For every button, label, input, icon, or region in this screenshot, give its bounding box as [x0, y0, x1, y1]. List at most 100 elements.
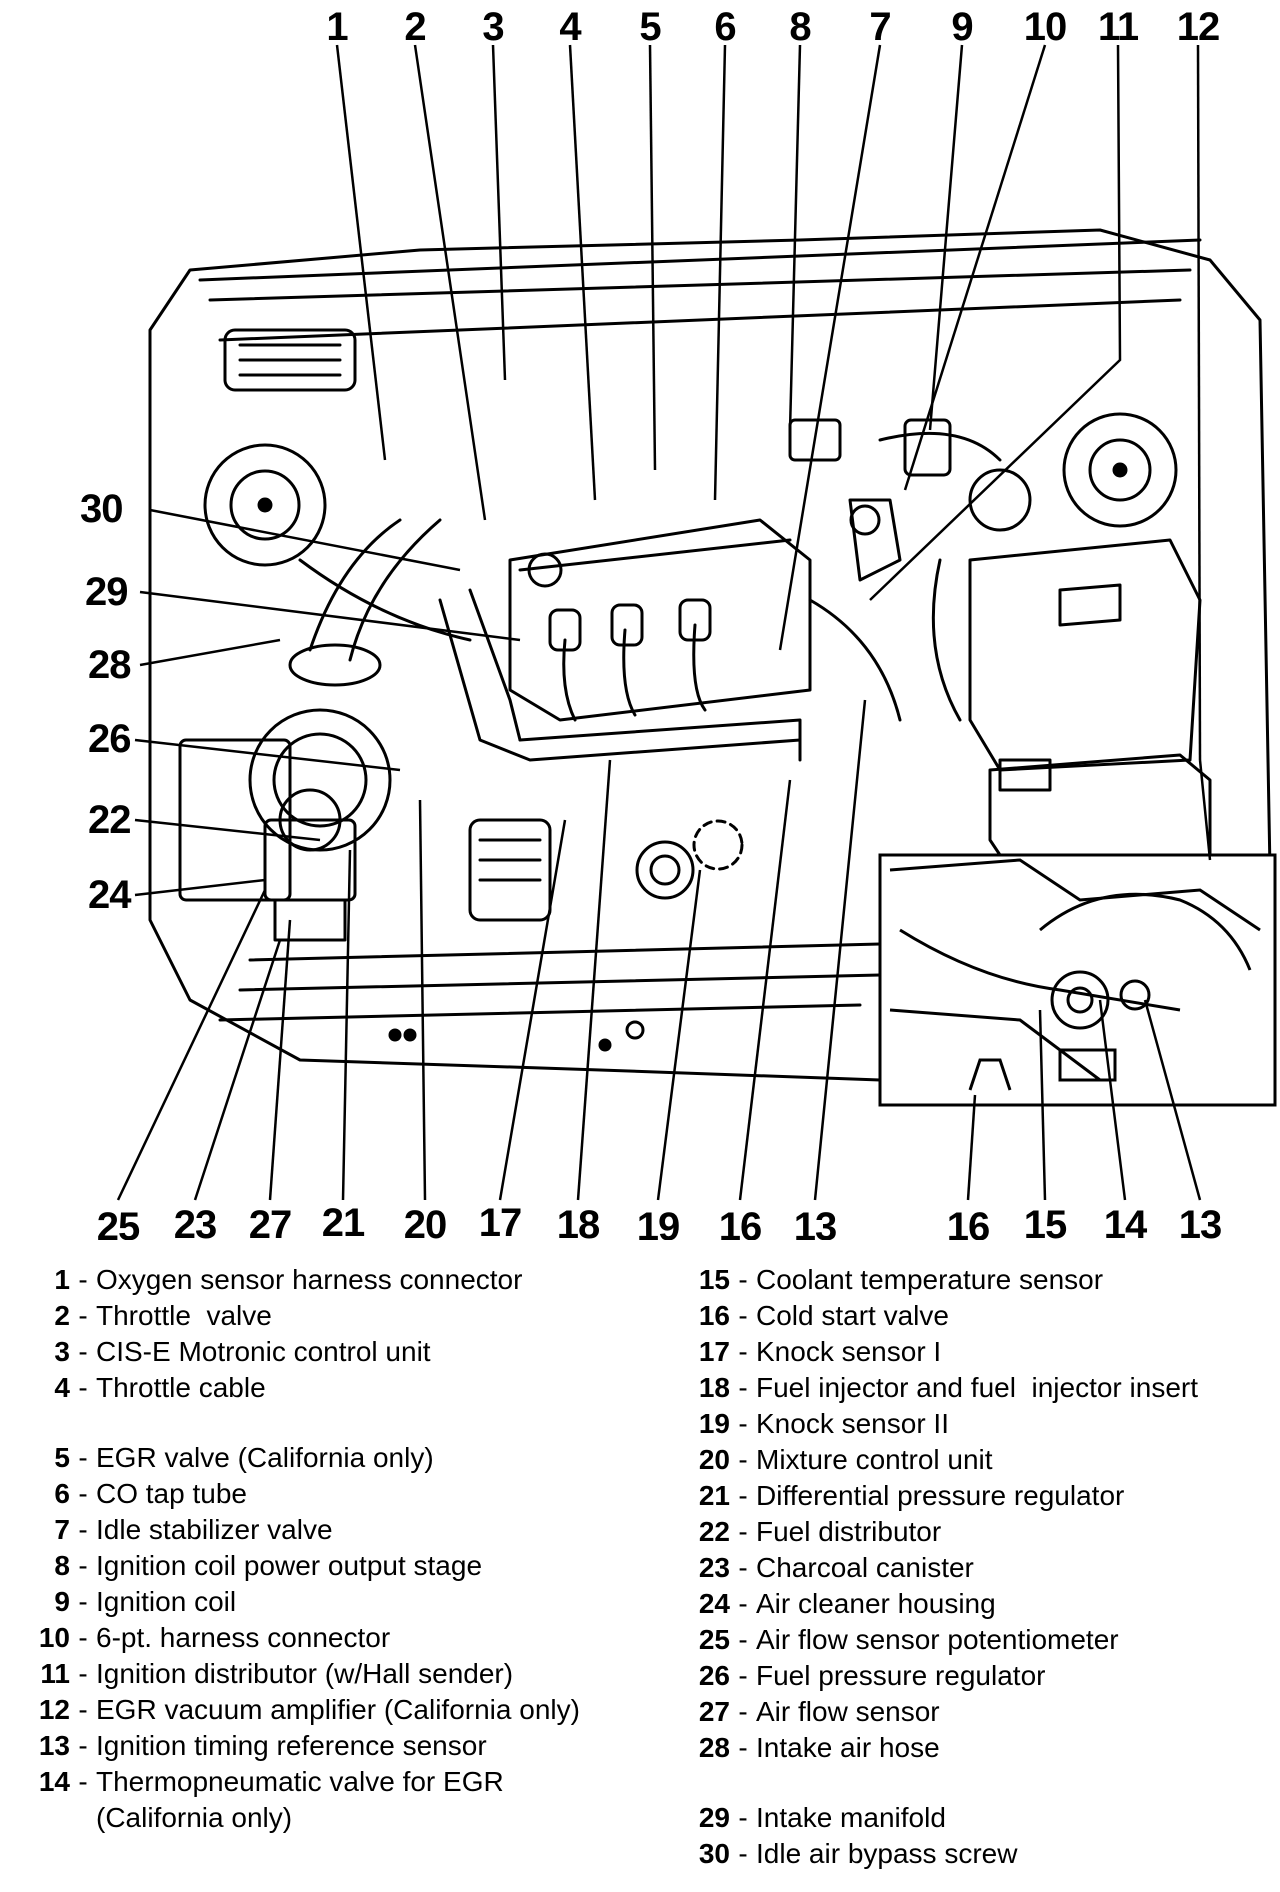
legend-dash: -: [78, 1658, 88, 1689]
legend-label: Ignition timing reference sensor: [96, 1730, 487, 1761]
legend-item: 20-Mixture control unit: [660, 1442, 1280, 1478]
legend-number: 11: [40, 1658, 70, 1689]
legend-item: 30-Idle air bypass screw: [660, 1836, 1280, 1872]
leader-lines: [116, 44, 1212, 1201]
legend-dash: -: [78, 1442, 88, 1473]
legend-left: 1-Oxygen sensor harness connector 2-Thro…: [0, 1262, 630, 1836]
legend-label: CO tap tube: [96, 1478, 247, 1509]
callout-label: 10: [1024, 5, 1067, 49]
callout-label: 13: [1179, 1203, 1222, 1240]
legend-label: Throttle cable: [96, 1372, 266, 1403]
legend-label: Idle stabilizer valve: [96, 1514, 333, 1545]
legend-number: 10: [38, 1622, 70, 1653]
legend-dash: -: [738, 1588, 748, 1619]
legend-number: 21: [698, 1480, 730, 1511]
callout-label: 20: [404, 1203, 447, 1240]
callout-label: 5: [639, 5, 661, 49]
legend-item: 7-Idle stabilizer valve: [0, 1512, 630, 1548]
legend-dash: -: [78, 1514, 88, 1545]
legend-dash: -: [78, 1264, 88, 1295]
callout-label: 19: [637, 1205, 680, 1240]
legend-number: 13: [38, 1730, 70, 1761]
legend-number: 30: [698, 1838, 730, 1869]
legend-number: 27: [698, 1696, 730, 1727]
callout-label: 9: [951, 5, 972, 49]
legend-item: 25-Air flow sensor potentiometer: [660, 1622, 1280, 1658]
legend-item: 26-Fuel pressure regulator: [660, 1658, 1280, 1694]
legend-label: Intake manifold: [756, 1802, 946, 1833]
legend-label: Ignition coil: [96, 1586, 237, 1617]
legend-label: Air cleaner housing: [756, 1588, 996, 1619]
callout-label: 25: [97, 1205, 140, 1240]
left-callouts: 30 29 28 26 22 24: [80, 487, 133, 917]
callout-label: 16: [947, 1205, 990, 1240]
legend-dash: -: [738, 1696, 748, 1727]
legend-label: Idle air bypass screw: [756, 1838, 1018, 1869]
legend-number: 2: [54, 1300, 70, 1331]
callout-label: 18: [557, 1203, 600, 1240]
legend-dash: -: [78, 1730, 88, 1761]
legend-dash: -: [738, 1802, 748, 1833]
callout-label: 13: [794, 1205, 837, 1240]
legend-item: 24-Air cleaner housing: [660, 1586, 1280, 1622]
callout-label: 30: [80, 487, 123, 531]
legend-label: Air flow sensor potentiometer: [756, 1624, 1119, 1655]
legend-dash: -: [738, 1838, 748, 1869]
legend-number: 25: [698, 1624, 730, 1655]
legend-dash: -: [78, 1694, 88, 1725]
legend-dash: -: [78, 1550, 88, 1581]
legend-number: 9: [54, 1586, 70, 1617]
legend-label: Cold start valve: [756, 1300, 949, 1331]
bottom-callouts: 25 23 27 21 20 17 18 19 16 13: [97, 1201, 838, 1240]
legend-item: 4-Throttle cable: [0, 1370, 630, 1406]
legend-item: 18-Fuel injector and fuel injector inser…: [660, 1370, 1280, 1406]
legend-dash: -: [738, 1444, 748, 1475]
callout-label: 21: [322, 1201, 365, 1240]
legend-number: 20: [698, 1444, 730, 1475]
legend-label: Oxygen sensor harness connector: [96, 1264, 523, 1295]
legend-label: Throttle valve: [96, 1300, 272, 1331]
callout-label: 26: [88, 717, 131, 761]
legend-item: 23-Charcoal canister: [660, 1550, 1280, 1586]
legend-number: 8: [54, 1550, 70, 1581]
legend-dash: -: [738, 1660, 748, 1691]
legend-number: 15: [698, 1264, 730, 1295]
legend-number: 12: [38, 1694, 70, 1725]
legend-continuation: (California only): [96, 1802, 293, 1833]
top-callouts: 1 2 3 4 5 6 8 7 9 10 11 12: [326, 5, 1220, 49]
legend-item: 9-Ignition coil: [0, 1584, 630, 1620]
legend-item: 10-6-pt. harness connector: [0, 1620, 630, 1656]
legend-item: 5-EGR valve (California only): [0, 1440, 630, 1476]
legend-label: Mixture control unit: [756, 1444, 993, 1475]
callout-label: 8: [789, 5, 811, 49]
callout-label: 16: [719, 1205, 762, 1240]
legend-dash: -: [738, 1408, 748, 1439]
legend-number: 5: [54, 1442, 70, 1473]
inset-callouts: 16 15 14 13: [947, 1203, 1223, 1240]
legend-label: Fuel injector and fuel injector insert: [756, 1372, 1198, 1403]
legend-label: Coolant temperature sensor: [756, 1264, 1104, 1295]
legend-number: 14: [38, 1766, 70, 1797]
callout-label: 27: [249, 1203, 292, 1240]
legend-item: 21-Differential pressure regulator: [660, 1478, 1280, 1514]
callout-label: 17: [479, 1201, 522, 1240]
legend-item: 12-EGR vacuum amplifier (California only…: [0, 1692, 630, 1728]
legend-label: Air flow sensor: [756, 1696, 940, 1727]
legend-label: 6-pt. harness connector: [96, 1622, 391, 1653]
legend-label: EGR valve (California only): [96, 1442, 434, 1473]
legend-dash: -: [78, 1622, 88, 1653]
inset-detail: [878, 853, 1277, 1107]
legend-number: 6: [54, 1478, 70, 1509]
legend-number: 7: [54, 1514, 70, 1545]
legend-item: 29-Intake manifold: [660, 1800, 1280, 1836]
callout-label: 7: [869, 5, 890, 49]
legend-label: Thermopneumatic valve for EGR: [96, 1766, 504, 1797]
legend-number: 3: [54, 1336, 70, 1367]
legend-dash: -: [78, 1372, 88, 1403]
callout-label: 14: [1104, 1203, 1148, 1240]
legend-number: 22: [698, 1516, 730, 1547]
legend-item: 13-Ignition timing reference sensor: [0, 1728, 630, 1764]
legend-item: 6-CO tap tube: [0, 1476, 630, 1512]
legend-label: CIS-E Motronic control unit: [96, 1336, 431, 1367]
legend-label: Knock sensor I: [756, 1336, 942, 1367]
